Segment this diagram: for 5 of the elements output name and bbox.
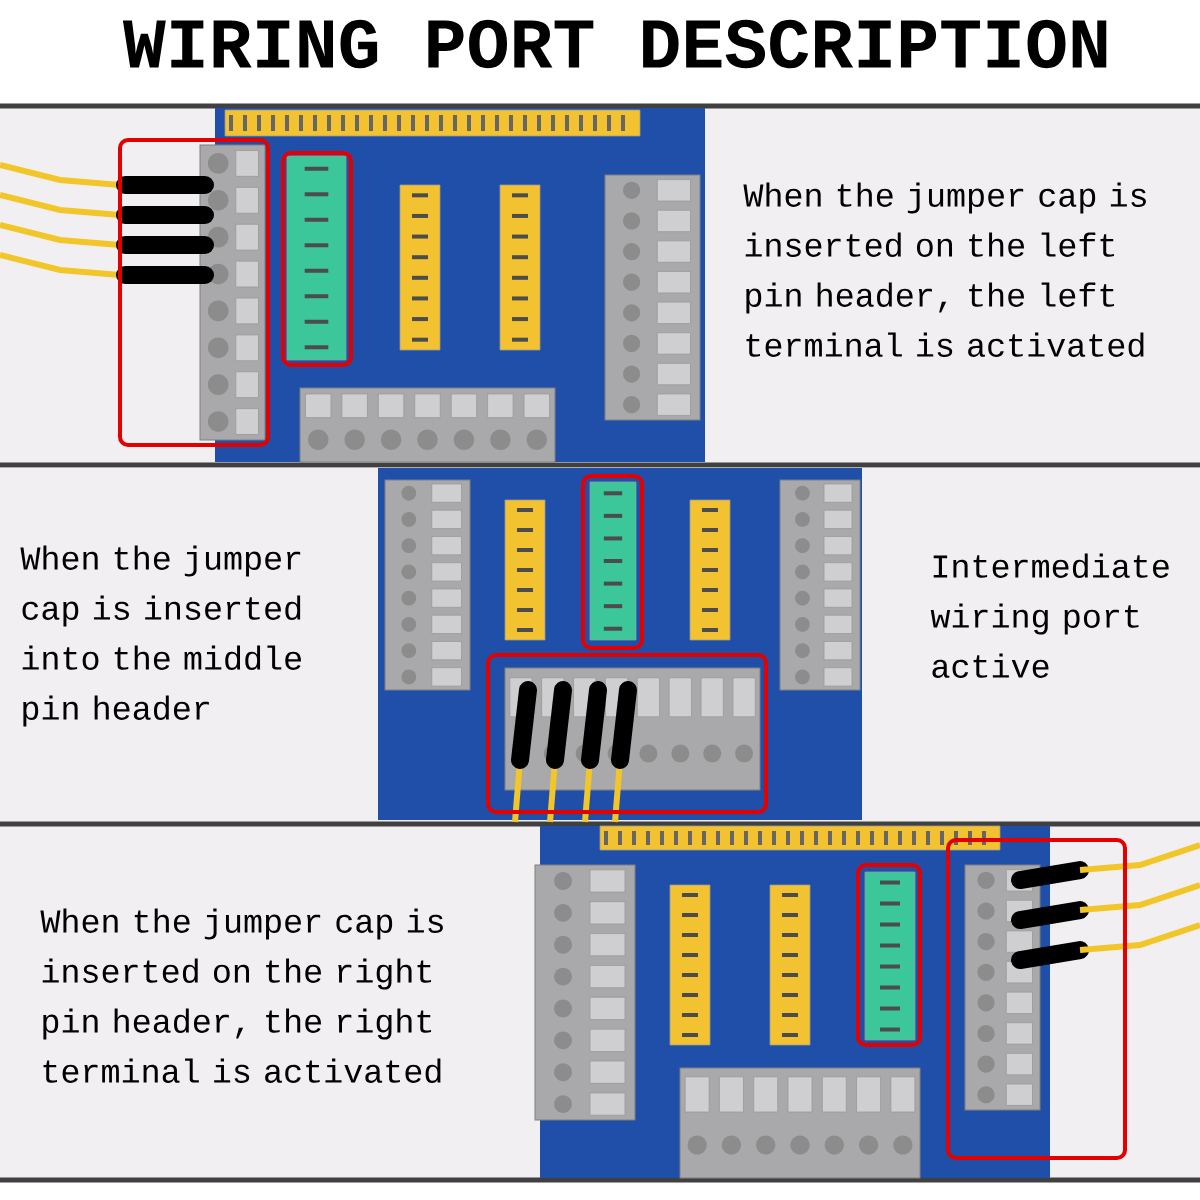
- note-text: When the jumper cap is inserted on the right pin header, the right terminal is activated: [40, 908, 443, 1084]
- title: WIRING PORT DESCRIPTION: [122, 19, 1107, 69]
- note-text: Intermediate wiring port active: [930, 553, 1169, 678]
- note-text: When the jumper cap is inserted into the middle pin header: [20, 545, 301, 727]
- note-text: When the jumper cap is inserted on the left pin header, the left terminal is activated: [743, 182, 1146, 358]
